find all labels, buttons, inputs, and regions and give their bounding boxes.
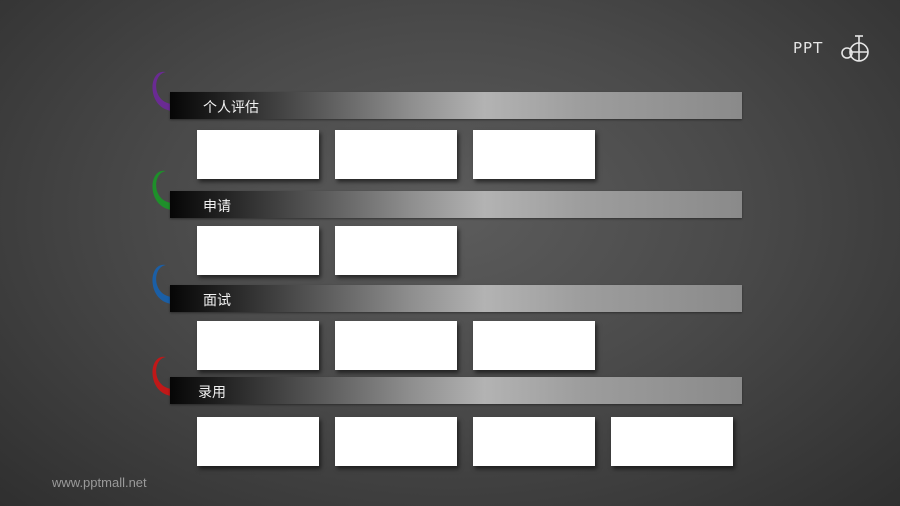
content-box (473, 130, 595, 179)
step-bar: 个人评估 (170, 92, 742, 119)
content-box (197, 417, 319, 466)
logo-text: PPT (793, 39, 824, 57)
brand-logo: PPT (793, 33, 873, 65)
content-box (197, 321, 319, 370)
ppt-store-logo-icon (841, 35, 869, 62)
step-label: 面试 (203, 293, 231, 309)
content-box (473, 321, 595, 370)
step-label: 个人评估 (203, 100, 259, 116)
content-box (335, 321, 457, 370)
content-box (197, 226, 319, 275)
step-label: 录用 (198, 385, 226, 401)
step-bar: 申请 (170, 191, 742, 218)
content-box (335, 417, 457, 466)
footer-url: www.pptmall.net (52, 475, 147, 490)
content-box (335, 226, 457, 275)
content-box (335, 130, 457, 179)
content-box (473, 417, 595, 466)
step-bar: 面试 (170, 285, 742, 312)
step-label: 申请 (203, 199, 231, 215)
content-box (197, 130, 319, 179)
step-bar: 录用 (170, 377, 742, 404)
content-box (611, 417, 733, 466)
